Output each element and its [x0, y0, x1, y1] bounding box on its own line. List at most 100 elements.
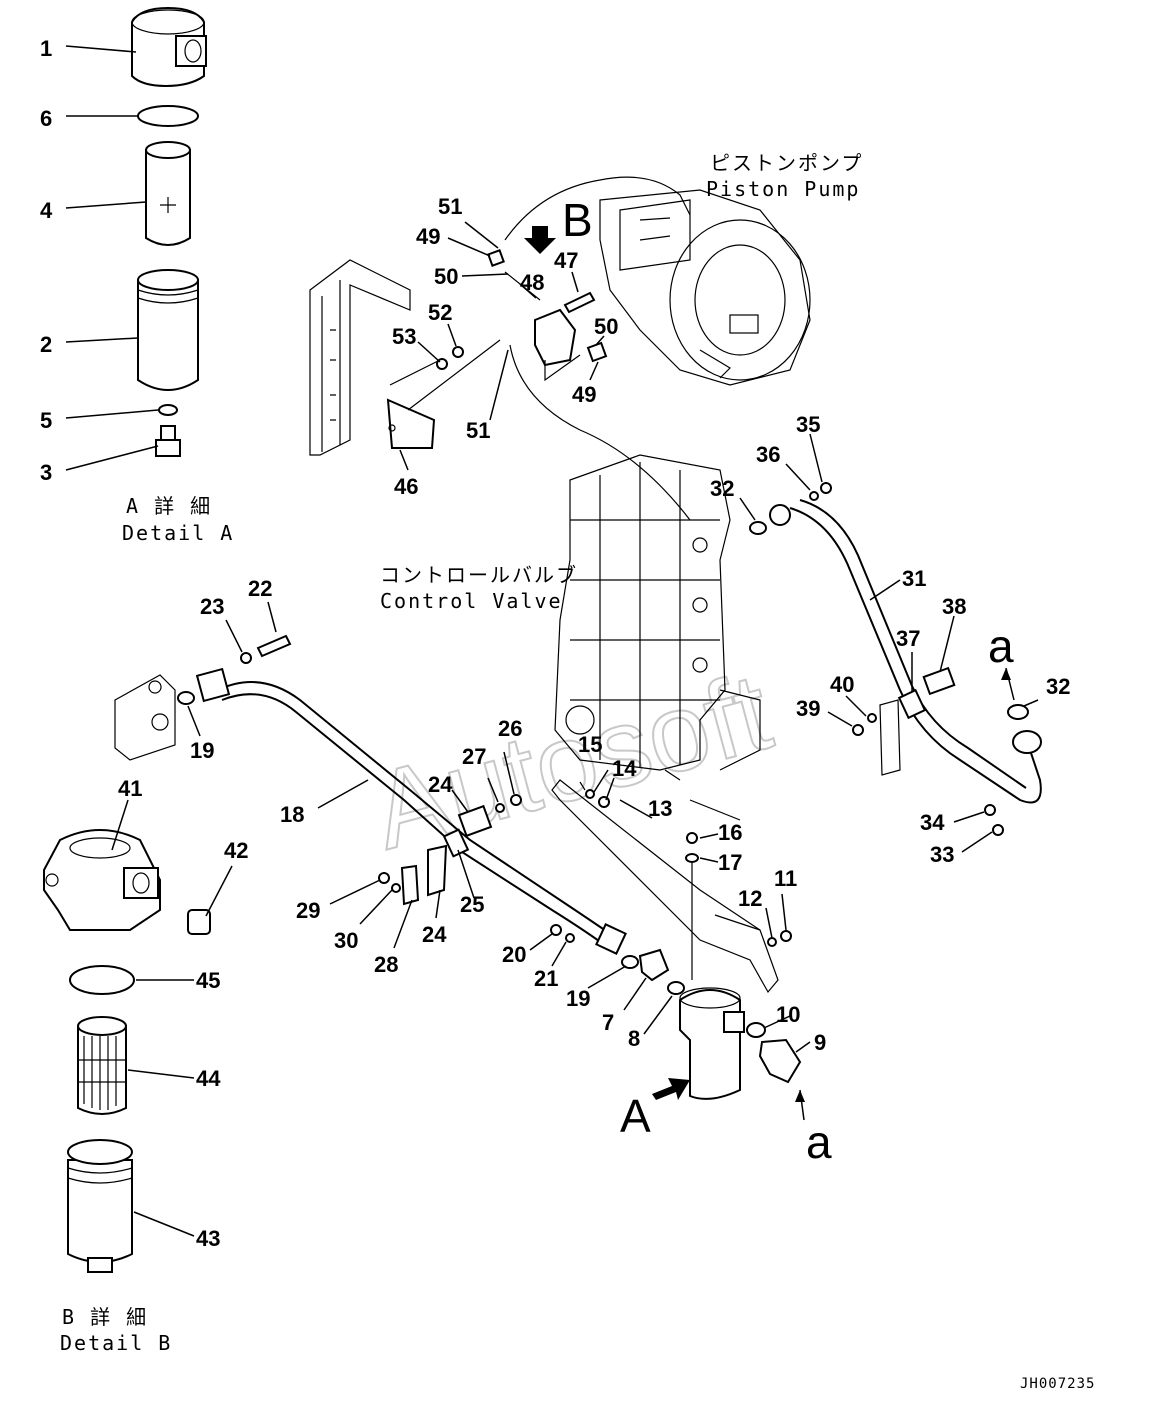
callout-38: 38 — [942, 594, 966, 619]
fitting-49-top — [487, 249, 505, 267]
washer-27 — [495, 803, 505, 813]
callout-47: 47 — [554, 248, 578, 273]
callout-41: 41 — [118, 776, 142, 801]
detail-b-title-en: Detail B — [60, 1331, 172, 1355]
elbow-7 — [638, 948, 670, 982]
bracket-frame — [309, 259, 411, 456]
clamp-25 — [442, 828, 470, 858]
callout-25: 25 — [460, 892, 484, 917]
o-ring-8 — [667, 981, 685, 995]
callout-7: 7 — [602, 1010, 614, 1035]
control-valve-label-en: Control Valve — [380, 589, 563, 613]
plate-46 — [386, 398, 436, 449]
callout-10: 10 — [776, 1002, 800, 1027]
callout-27: 27 — [462, 744, 486, 769]
callout-2: 2 — [40, 332, 52, 357]
callout-35: 35 — [796, 412, 820, 437]
callout-9: 9 — [814, 1030, 826, 1055]
fitting-49-bottom — [586, 341, 608, 363]
detail-b-group: 41 42 45 44 43 B 詳 細 Detail B — [43, 776, 248, 1355]
callout-18: 18 — [280, 802, 304, 827]
callout-5: 5 — [40, 408, 52, 433]
callout-28: 28 — [374, 952, 398, 977]
bolt-35 — [820, 482, 832, 494]
callout-30: 30 — [334, 928, 358, 953]
callout-19-top: 19 — [190, 738, 214, 763]
washer-40 — [867, 713, 877, 723]
view-b-marker: B — [562, 194, 593, 246]
bolt-22 — [256, 634, 292, 658]
stay-13 — [551, 779, 779, 994]
o-ring-19-bottom — [621, 955, 639, 969]
callout-14: 14 — [612, 756, 637, 781]
flange-31-top — [769, 504, 791, 526]
filter-head-48 — [534, 308, 577, 367]
callout-26: 26 — [498, 716, 522, 741]
washer-15 — [585, 789, 595, 799]
washer-12 — [767, 937, 777, 947]
callout-50-top: 50 — [434, 264, 458, 289]
callout-19-bottom: 19 — [566, 986, 590, 1011]
bolt-33 — [992, 824, 1004, 836]
callout-49-top: 49 — [416, 224, 440, 249]
callout-13: 13 — [648, 796, 672, 821]
bolt-26 — [510, 794, 522, 806]
callout-31: 31 — [902, 566, 926, 591]
flange-31-bottom — [1012, 730, 1042, 754]
callout-11: 11 — [774, 866, 797, 891]
callout-17: 17 — [718, 850, 742, 875]
callout-50-right: 50 — [594, 314, 618, 339]
bolt-29 — [378, 872, 390, 884]
piston-pump — [599, 189, 811, 386]
o-ring-5 — [158, 404, 178, 416]
ref-a-top: a — [988, 620, 1014, 672]
callout-45: 45 — [196, 968, 220, 993]
o-ring-32-right — [1007, 704, 1029, 720]
callout-39: 39 — [796, 696, 820, 721]
bolt-16 — [686, 832, 698, 844]
washer-30 — [391, 883, 401, 893]
callout-34: 34 — [920, 810, 945, 835]
callout-15: 15 — [578, 732, 602, 757]
control-valve-label-jp: コントロールバルブ — [380, 563, 578, 587]
o-ring-45 — [69, 965, 135, 995]
clamp-24-top — [457, 804, 493, 838]
callout-3: 3 — [40, 460, 52, 485]
filter-assembly — [679, 987, 745, 1100]
callout-12: 12 — [738, 886, 762, 911]
callout-23: 23 — [200, 594, 224, 619]
flange-18-top — [195, 667, 231, 703]
callout-16: 16 — [718, 820, 742, 845]
piston-pump-label-jp: ピストンポンプ — [710, 151, 863, 175]
filter-case-43 — [67, 1139, 133, 1273]
callout-32-right: 32 — [1046, 674, 1070, 699]
callout-29: 29 — [296, 898, 320, 923]
plug-42 — [187, 909, 211, 935]
o-ring-10 — [746, 1022, 766, 1038]
bracket-28 — [400, 864, 420, 906]
flange-18-bottom — [595, 923, 627, 955]
washer-52 — [452, 346, 464, 358]
filter-element-4 — [145, 141, 191, 246]
callout-21: 21 — [534, 966, 558, 991]
callout-24-top: 24 — [428, 772, 453, 797]
bolt-39 — [852, 724, 864, 736]
hose-18 — [217, 681, 613, 947]
callout-44: 44 — [196, 1066, 221, 1091]
detail-a-title-jp: A 詳 細 — [126, 494, 212, 518]
callout-49-bottom: 49 — [572, 382, 596, 407]
drain-plug-3 — [155, 425, 181, 457]
washer-23 — [240, 652, 252, 664]
clamp-37 — [897, 688, 927, 720]
callout-51-bottom: 51 — [466, 418, 490, 443]
drawing-code: JH007235 — [1020, 1376, 1095, 1392]
view-a-arrow-icon — [652, 1078, 690, 1100]
washer-34 — [984, 804, 996, 816]
callout-36: 36 — [756, 442, 780, 467]
washer-36 — [809, 491, 819, 501]
callout-20: 20 — [502, 942, 526, 967]
bolt-20 — [550, 924, 562, 936]
pilot-line — [504, 176, 691, 241]
bolt-14 — [598, 796, 610, 808]
